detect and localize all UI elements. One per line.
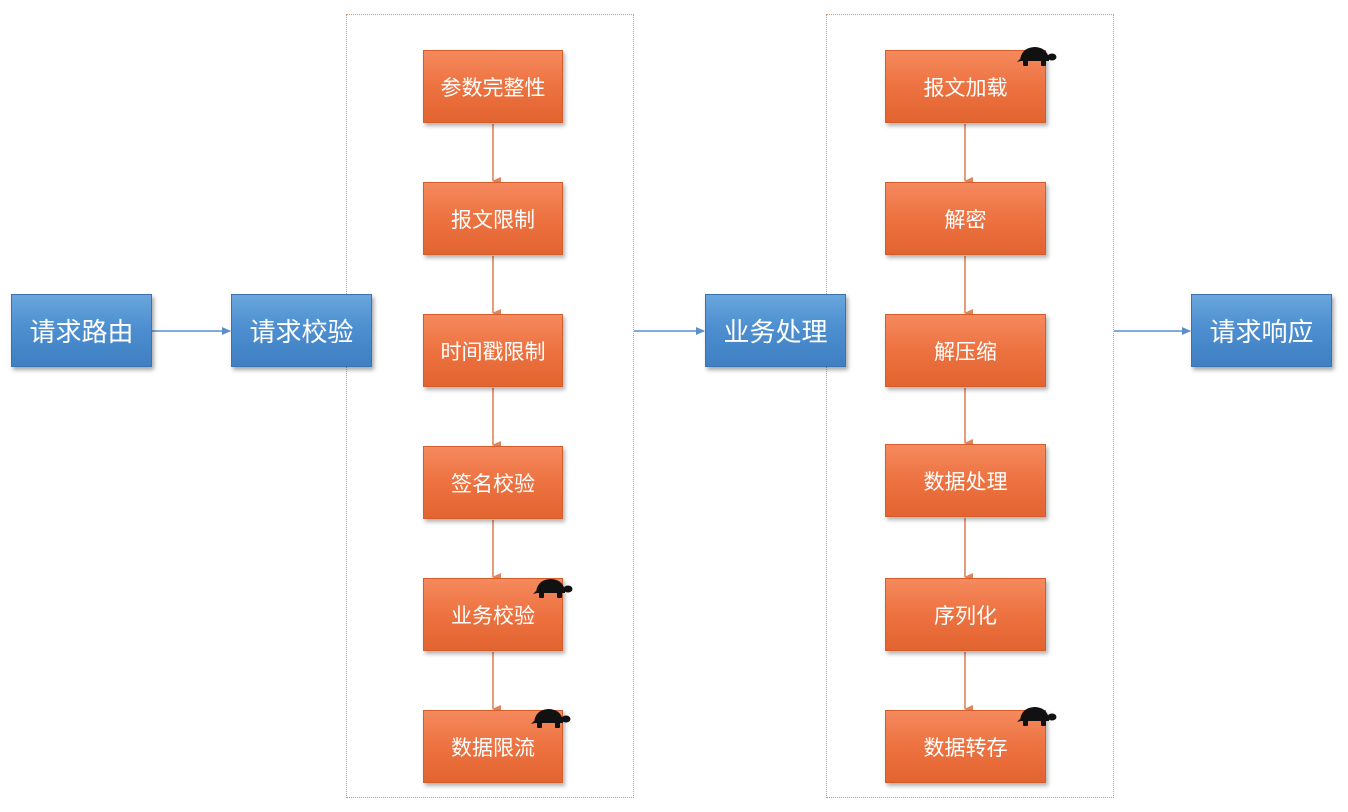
turtle-icon [1017, 707, 1057, 726]
validation-step-param-integrity: 参数完整性 [423, 50, 563, 123]
processing-step-data-store: 数据转存 [885, 710, 1046, 783]
processing-step-decrypt: 解密 [885, 182, 1046, 255]
validation-step-business-check: 业务校验 [423, 578, 563, 651]
validation-step-timestamp-limit: 时间戳限制 [423, 314, 563, 387]
request-validate-node: 请求校验 [231, 294, 372, 367]
processing-step-serialize: 序列化 [885, 578, 1046, 651]
business-process-node: 业务处理 [705, 294, 846, 367]
request-route-node: 请求路由 [11, 294, 152, 367]
validation-step-signature: 签名校验 [423, 446, 563, 519]
turtle-icon [1017, 47, 1057, 66]
processing-step-load-message: 报文加载 [885, 50, 1046, 123]
request-response-node: 请求响应 [1191, 294, 1332, 367]
validation-step-rate-limit: 数据限流 [423, 710, 563, 783]
processing-group [826, 14, 1114, 798]
processing-step-data-processing: 数据处理 [885, 444, 1046, 517]
turtle-icon [533, 579, 573, 598]
processing-step-decompress: 解压缩 [885, 314, 1046, 387]
validation-step-message-limit: 报文限制 [423, 182, 563, 255]
validation-group [346, 14, 634, 798]
turtle-icon [531, 709, 571, 728]
